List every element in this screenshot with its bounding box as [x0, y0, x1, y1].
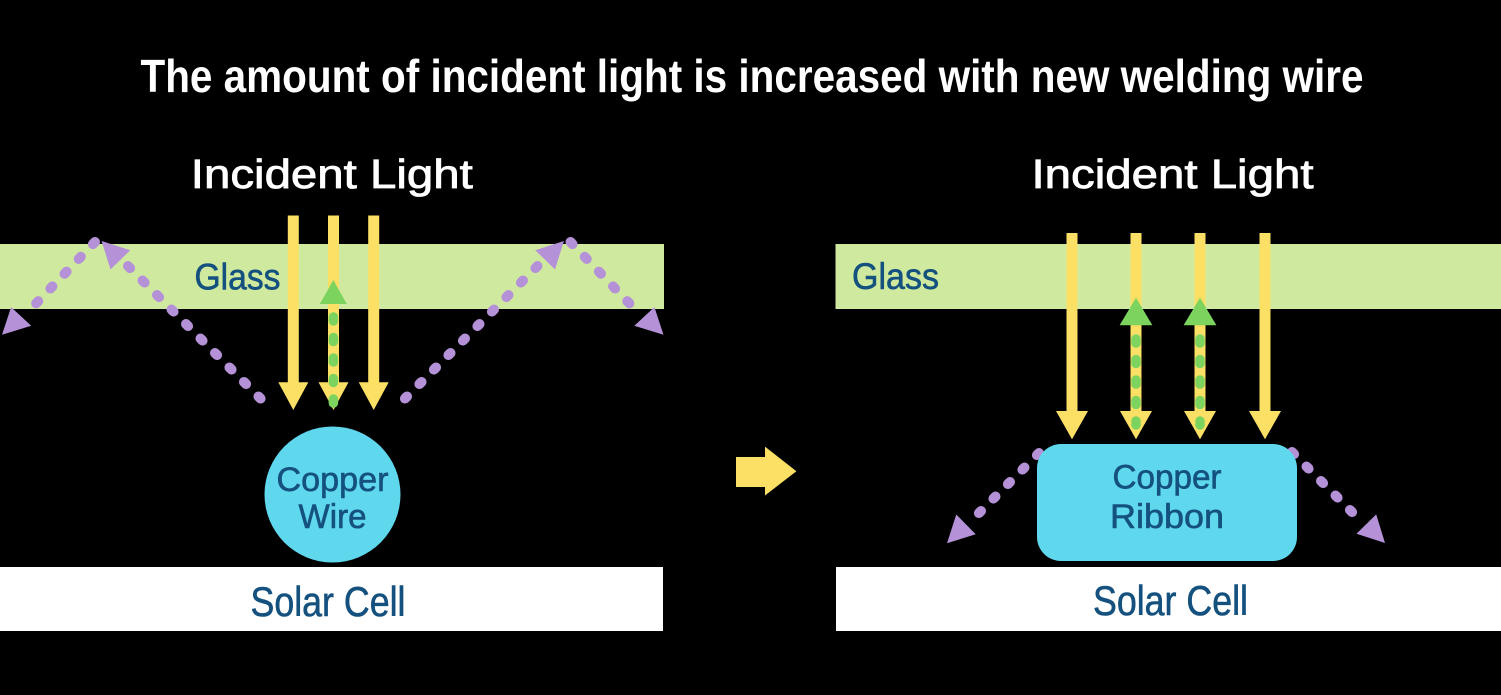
- svg-text:Ribbon: Ribbon: [1110, 498, 1224, 536]
- svg-text:The amount of incident light i: The amount of incident light is increase…: [141, 50, 1364, 102]
- svg-text:Incident Light: Incident Light: [1032, 151, 1315, 197]
- svg-text:Copper: Copper: [277, 461, 389, 499]
- svg-text:Glass: Glass: [852, 256, 939, 297]
- svg-text:Solar Cell: Solar Cell: [251, 578, 406, 625]
- svg-text:Solar Cell: Solar Cell: [1093, 577, 1248, 624]
- svg-text:Copper: Copper: [1113, 459, 1222, 497]
- svg-text:Incident Light: Incident Light: [191, 151, 474, 197]
- svg-text:Glass: Glass: [195, 257, 281, 298]
- svg-text:Wire: Wire: [299, 498, 367, 536]
